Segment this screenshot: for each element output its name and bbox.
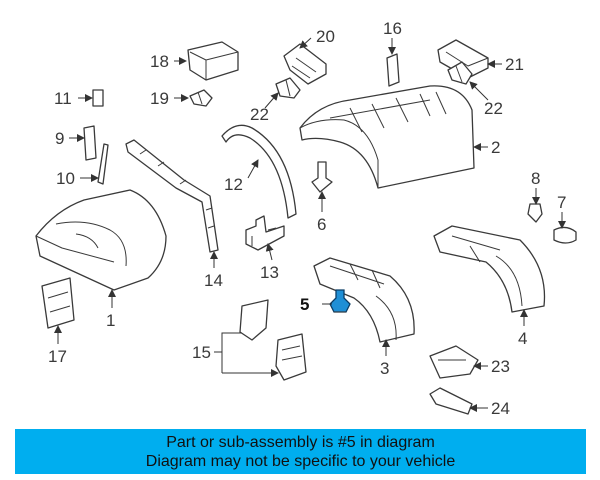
- part-22-bulb-left: [275, 77, 301, 99]
- part-9-trim: [83, 125, 97, 161]
- callout-15: 15: [192, 343, 211, 362]
- callout-16: 16: [383, 19, 402, 38]
- callout-7: 7: [557, 193, 566, 212]
- part-24-strip: [429, 387, 473, 415]
- part-3-wheel-housing: [313, 257, 415, 343]
- callout-13: 13: [260, 263, 279, 282]
- leader-lines: [54, 37, 566, 412]
- part-10-strip: [97, 143, 109, 185]
- callout-21: 21: [505, 55, 524, 74]
- callout-10: 10: [56, 169, 75, 188]
- part-22-bulb-right: [447, 61, 473, 85]
- part-19-bulb: [189, 89, 213, 107]
- part-15-panel-lower: [275, 333, 307, 381]
- callout-2: 2: [491, 138, 500, 157]
- info-banner: Part or sub-assembly is #5 in diagram Di…: [15, 429, 586, 474]
- callout-5: 5: [300, 295, 309, 314]
- part-7-cap: [553, 226, 577, 244]
- callout-14: 14: [204, 271, 223, 290]
- callout-3: 3: [380, 359, 389, 378]
- part-6-fastener: [311, 161, 333, 193]
- callout-1: 1: [106, 311, 115, 330]
- part-21-lamp-housing: [437, 39, 489, 79]
- callout-labels: 1 2 3 4 5 6 7 8 9 10 11 12 13 14 15 16 1…: [48, 19, 566, 418]
- part-16-bracket: [386, 53, 400, 87]
- parts-diagram: 1 2 3 4 5 6 7 8 9 10 11 12 13 14 15 16 1…: [35, 19, 577, 418]
- part-5-fastener: [329, 289, 351, 313]
- callout-22-right: 22: [484, 99, 503, 118]
- part-8-fastener: [527, 203, 543, 223]
- part-11-clip: [92, 89, 104, 107]
- part-4-wheel-housing: [433, 225, 546, 313]
- part-12-arch-trim: [221, 124, 297, 219]
- callout-11: 11: [54, 89, 72, 108]
- callout-24: 24: [491, 399, 510, 418]
- callout-12: 12: [224, 175, 243, 194]
- callout-4: 4: [518, 329, 527, 348]
- callout-6: 6: [317, 215, 326, 234]
- callout-9: 9: [55, 129, 64, 148]
- callout-23: 23: [491, 357, 510, 376]
- part-18-lamp-housing: [187, 41, 239, 81]
- callout-22-left: 22: [250, 105, 269, 124]
- part-2-wheel-housing: [299, 85, 475, 189]
- banner-line-2: Diagram may not be specific to your vehi…: [145, 452, 456, 470]
- part-17-bracket: [41, 277, 75, 329]
- part-1-housing: [35, 189, 167, 291]
- callout-20: 20: [316, 27, 335, 46]
- callout-17: 17: [48, 347, 67, 366]
- callout-8: 8: [531, 169, 540, 188]
- part-13-bracket: [245, 215, 285, 251]
- part-23-pad: [429, 345, 479, 379]
- part-15-panel-upper: [239, 299, 269, 341]
- banner-line-1: Part or sub-assembly is #5 in diagram: [166, 433, 435, 451]
- callout-19: 19: [150, 89, 169, 108]
- callout-18: 18: [150, 52, 169, 71]
